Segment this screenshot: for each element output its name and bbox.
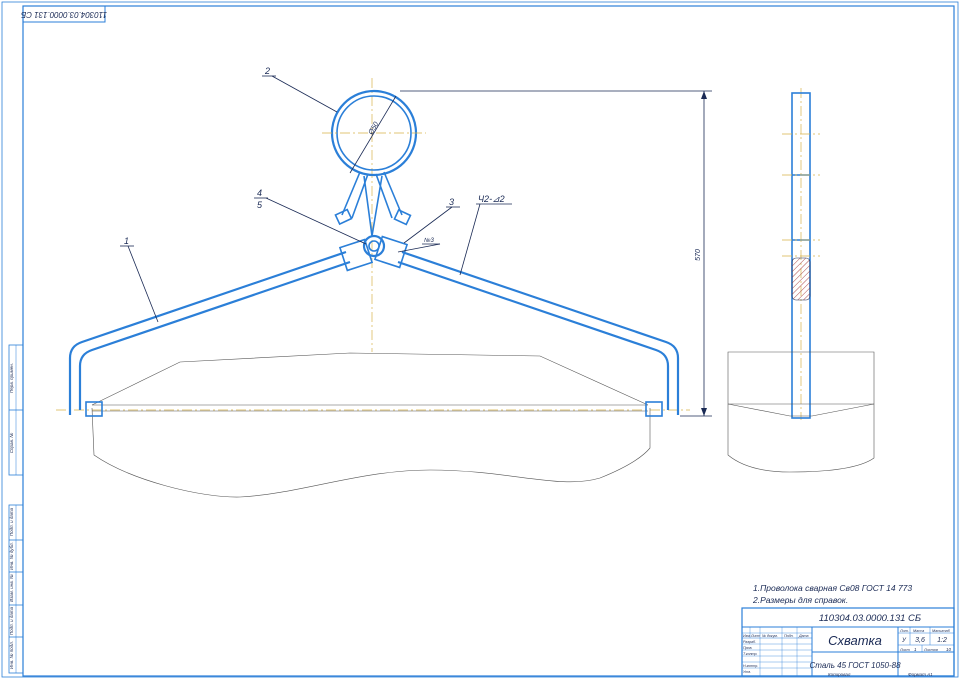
dim-height-label: 570 [695,249,702,261]
hdr-ndoc: № докум. [762,634,778,638]
side-stamp-4: Инв. № дубл. [9,542,14,570]
dim-arrow-top [701,91,707,99]
position-2: 2 [264,66,270,76]
drawing-frame [22,5,955,677]
ring-link-right [375,171,403,219]
mass-label: Масса [913,629,924,633]
role-prov: Пров. [743,646,752,650]
title-material: Сталь 45 ГОСТ 1050-88 [809,661,901,670]
role-razrab: Разраб. [743,640,756,644]
role-tkontr: Т.контр. [743,652,758,656]
diameter-leader [349,95,397,174]
side-section-hatch [791,257,811,301]
lit-value: У [901,638,907,644]
copied-label: Копировал [828,672,851,677]
rotated-code-box: 110304.03.0000.131 СБ [21,5,107,23]
hub-block-left [338,238,374,272]
sheet-label: Лист [899,648,910,652]
side-stamp-3: Подп. и дата [9,507,14,536]
hdr-data: Дата [798,634,808,638]
side-stamp-6: Подп. и дата [9,606,14,635]
scale-value: 1:2 [937,637,947,644]
position-3: 3 [449,197,454,207]
format-label: Формат А1 [908,672,933,677]
title-doc-code: 110304.03.0000.131 СБ [819,613,921,624]
left-side-stamp: Перв. примен. Справ. № Подп. и дата Инв.… [8,344,24,674]
weld-mark-n3: №3 [424,237,434,244]
side-strip [791,92,811,419]
arm-left-outer [68,250,347,415]
sheets-label: Листов [923,648,938,652]
diameter-label: Ø50 [367,121,380,137]
side-stamp-5: Взам. инв. № [9,574,14,602]
position-1: 1 [124,236,129,246]
pivot-pin [362,234,386,258]
arm-left-inner [78,260,351,410]
arm-right-outer [401,250,680,415]
leader-3 [403,206,453,244]
side-object-wedge [727,403,875,417]
leader-weld-main [459,203,481,276]
pivot-pin-inner [368,240,380,252]
scale-label: Масштаб [932,629,951,633]
leader-2 [271,75,338,113]
side-stamp-2: Справ. № [9,433,14,454]
leader-weld-n3 [397,243,441,253]
dim-arrow-bottom [701,408,707,416]
leader-4 [265,197,367,245]
sheet-value: 1 [914,647,917,652]
link-tab-left [334,208,353,226]
hdr-podp: Подп. [784,634,794,638]
role-nkontr: Н.контр. [743,664,758,668]
note-2: 2.Размеры для справок. [752,595,848,605]
hdr-list: Лист [750,634,760,638]
role-utv: Утв. [743,670,751,674]
leader-1 [127,245,159,323]
position-5: 5 [257,200,263,210]
arm-right-inner [397,260,670,410]
jaw-left [85,401,103,417]
title-block: 110304.03.0000.131 СБ Изм. Лист № докум.… [741,607,955,677]
lit-label: Лит. [899,629,909,633]
jaw-right [645,401,663,417]
link-tab-right [393,208,412,226]
side-stamp-7: Инв. № подл. [9,641,14,669]
weld-mark-main: Ч2-⊿2 [478,194,505,204]
side-stamp-1: Перв. примен. [9,363,14,393]
note-1: 1.Проволока сварная Св08 ГОСТ 14 773 [753,583,912,593]
mass-value: 3,6 [915,637,925,644]
hdr-izm: Изм. [743,634,751,638]
sheets-value: 10 [946,647,952,652]
position-4: 4 [257,188,262,198]
lifted-object-outline [91,352,651,498]
rotated-code-text: 110304.03.0000.131 СБ [21,10,107,19]
title-name: Схватка [828,633,882,648]
